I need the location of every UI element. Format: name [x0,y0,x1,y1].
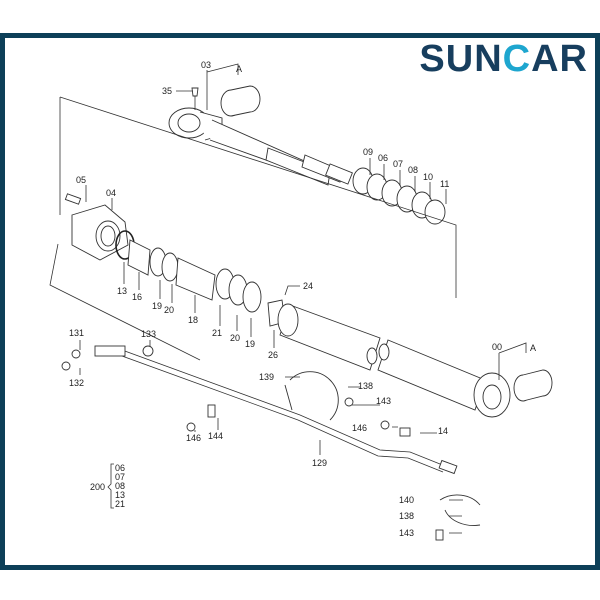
label-19: 19 [152,301,162,311]
piston-rod [168,107,353,186]
seal-rings [352,167,446,225]
bushing-a-top [220,85,261,117]
label-26: 26 [268,350,278,360]
kit-item: 21 [115,499,125,509]
kit-item: 06 [115,463,125,473]
label-146-b: 146 [186,433,201,443]
label-00: 00 [492,342,502,352]
label-131: 131 [69,328,84,338]
label-06: 06 [378,153,388,163]
label-10: 10 [423,172,433,182]
kit-item: 13 [115,490,125,500]
label-139: 139 [259,372,274,382]
label-03: 03 [201,60,211,70]
label-20-b: 20 [230,333,240,343]
label-a-bottom: A [530,343,536,353]
pipe-129 [61,345,458,475]
label-133: 133 [141,329,156,339]
pipe-clamps [186,371,481,541]
label-138-b: 138 [399,511,414,521]
label-18: 18 [188,315,198,325]
label-24: 24 [303,281,313,291]
label-08: 08 [408,165,418,175]
group-bracket-line [49,96,457,361]
label-21: 21 [212,328,222,338]
bushing-a-bottom [513,369,553,402]
label-14: 14 [438,426,448,436]
logo-text-c: C [502,38,532,80]
cylinder-head [64,193,135,261]
label-146: 146 [352,423,367,433]
label-09: 09 [363,147,373,157]
kit-number: 200 [90,482,105,492]
label-35: 35 [162,86,172,96]
kit-item: 08 [115,481,125,491]
label-19-b: 19 [245,339,255,349]
label-07: 07 [393,159,403,169]
label-13: 13 [117,286,127,296]
suncar-logo: SUNCAR [419,38,588,81]
label-16: 16 [132,292,142,302]
label-132: 132 [69,378,84,388]
seal-kit-group: 200 06 07 08 13 21 [90,463,125,509]
label-a-top: A [236,64,242,74]
label-138: 138 [358,381,373,391]
grease-fitting-35 [191,87,199,110]
label-20: 20 [164,305,174,315]
leader-lines [79,63,527,534]
cylinder-tube [277,303,511,418]
logo-text-end: AR [531,38,588,80]
label-04: 04 [106,188,116,198]
label-05: 05 [76,175,86,185]
logo-text: SUN [419,38,503,80]
diagram-frame [0,33,600,570]
label-140: 140 [399,495,414,505]
label-143-b: 143 [399,528,414,538]
piston-parts [127,239,286,327]
label-144: 144 [208,431,223,441]
label-11: 11 [440,179,449,189]
label-143: 143 [376,396,391,406]
label-129: 129 [312,458,327,468]
kit-item: 07 [115,472,125,482]
